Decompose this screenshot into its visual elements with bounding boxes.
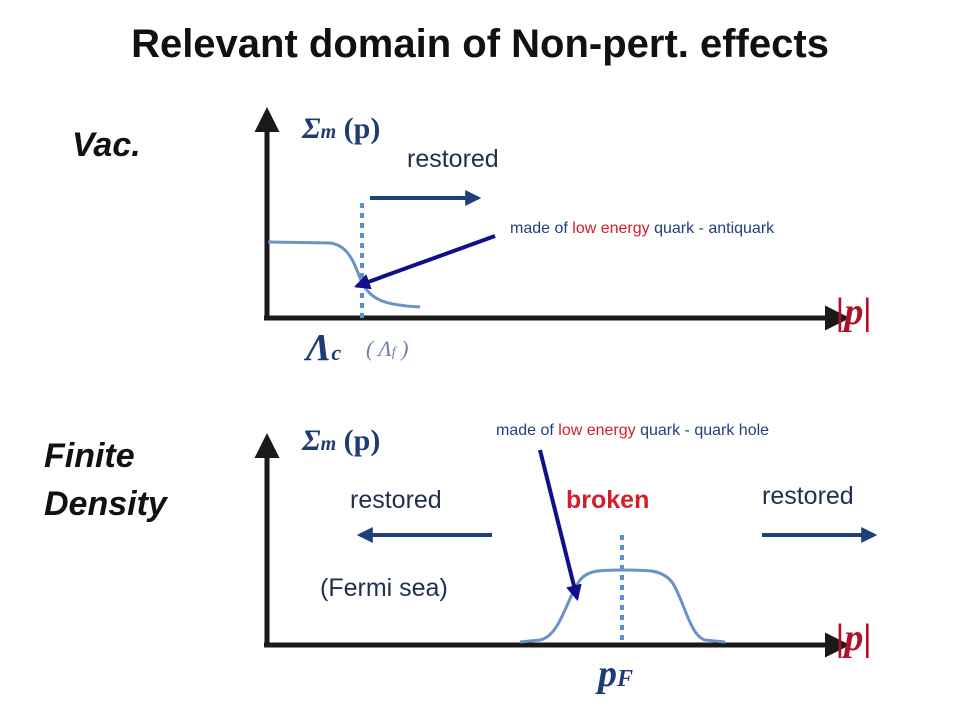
vac-cutoff-label: Λc: [306, 326, 341, 370]
dense-y-axis-label: Σm (p): [302, 424, 380, 458]
vac-sigma-argument: (p): [343, 112, 381, 145]
dense-sigma-symbol: Σ: [302, 424, 321, 457]
lambda-f-close: ): [401, 336, 409, 361]
vac-note: made of low energy quark - antiquark: [510, 220, 774, 238]
vac-note-highlight: low energy: [572, 220, 650, 237]
vac-x-axis-label: |p|: [836, 291, 872, 333]
dense-restored-left-label: restored: [350, 486, 442, 514]
dense-note-suffix: quark - quark hole: [635, 422, 770, 439]
dense-label: Finite Density: [44, 432, 167, 528]
dense-sigma-argument: (p): [343, 424, 381, 457]
vac-low-energy-pointer: [353, 234, 496, 290]
vac-sigma-curve: [267, 240, 421, 309]
dense-note: made of low energy quark - quark hole: [496, 422, 769, 440]
vac-sigma-symbol: Σ: [302, 112, 321, 145]
dense-low-energy-pointer: [538, 449, 582, 602]
vac-cutoff-alt-label: ( Λf ): [366, 336, 408, 362]
dense-label-line2: Density: [44, 485, 167, 523]
vac-note-prefix: made of: [510, 220, 573, 237]
vac-y-axis-label: Σm (p): [302, 112, 380, 146]
lambda-f-symbol: ( Λ: [366, 336, 392, 361]
dense-label-line1: Finite: [44, 437, 135, 475]
lambda-c-symbol: Λ: [306, 327, 332, 369]
dense-broken-label: broken: [566, 486, 650, 514]
dense-sigma-subscript: m: [320, 433, 337, 455]
slide-title: Relevant domain of Non-pert. effects: [131, 22, 829, 66]
pf-subscript: F: [617, 666, 634, 692]
lambda-f-subscript: f: [391, 345, 396, 360]
dense-note-highlight: low energy: [558, 422, 636, 439]
vac-note-suffix: quark - antiquark: [649, 220, 775, 237]
dense-restored-right-label: restored: [762, 482, 854, 510]
lambda-c-subscript: c: [331, 340, 342, 365]
dense-note-prefix: made of: [496, 422, 559, 439]
fermi-momentum-label: pF: [598, 652, 633, 696]
dense-x-axis-label: |p|: [836, 617, 872, 659]
vac-label: Vac.: [72, 126, 141, 164]
dense-fermi-sea-label: (Fermi sea): [320, 574, 448, 602]
pf-symbol: p: [598, 653, 617, 695]
dense-sigma-curve: [519, 568, 726, 644]
vac-sigma-subscript: m: [320, 121, 337, 143]
vac-restored-label: restored: [407, 145, 499, 173]
